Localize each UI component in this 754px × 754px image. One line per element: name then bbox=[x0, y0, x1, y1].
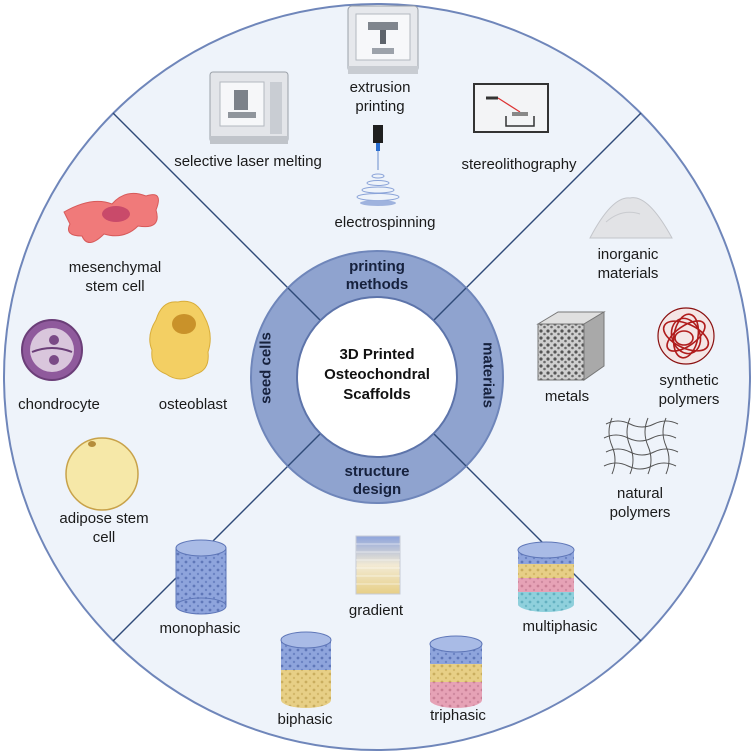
label-monophasic: monophasic bbox=[159, 620, 241, 637]
center-circle bbox=[296, 296, 458, 458]
label-selective-laser-melting: selective laser melting bbox=[174, 153, 322, 170]
label-synthetic-polymers-line2: polymers bbox=[658, 391, 720, 408]
natural-polymers-icon bbox=[603, 417, 679, 475]
label-electrospinning: electrospinning bbox=[334, 214, 436, 231]
divider-top-right bbox=[453, 112, 642, 301]
ring-label-structure-design: structure design bbox=[344, 463, 409, 499]
triphasic-scaffold-icon bbox=[429, 635, 483, 708]
mesenchymal-stem-cell-icon bbox=[63, 192, 159, 243]
label-extrusion-printing-line2: printing bbox=[355, 98, 405, 115]
label-adipose-stem-cell: adipose stem cell bbox=[59, 509, 148, 547]
ring-label-structure-design-line2: design bbox=[352, 481, 402, 498]
label-mesenchymal-stem-cell-line2: stem cell bbox=[85, 278, 145, 295]
label-adipose-stem-cell-line2: cell bbox=[92, 529, 116, 546]
synthetic-polymers-icon bbox=[657, 307, 715, 365]
label-adipose-stem-cell-line1: adipose stem bbox=[59, 510, 149, 527]
label-synthetic-polymers: synthetic polymers bbox=[659, 371, 720, 409]
adipose-stem-cell-icon bbox=[65, 437, 139, 511]
ring-label-printing-methods-line1: printing bbox=[349, 258, 405, 275]
label-natural-polymers-line2: polymers bbox=[609, 504, 671, 521]
center-title-line3: Scaffolds bbox=[343, 386, 411, 403]
monophasic-scaffold-icon bbox=[175, 539, 227, 615]
label-inorganic-materials-line2: materials bbox=[597, 265, 659, 282]
osteoblast-icon bbox=[149, 300, 211, 380]
label-metals: metals bbox=[544, 388, 590, 405]
label-mesenchymal-stem-cell: mesenchymal stem cell bbox=[69, 258, 162, 296]
center-title-line2: Osteochondral bbox=[324, 366, 430, 383]
center-title: 3D Printed Osteochondral Scaffolds bbox=[324, 345, 430, 405]
biphasic-scaffold-icon bbox=[280, 631, 332, 708]
stereolithography-icon bbox=[473, 83, 549, 133]
gradient-scaffold-icon bbox=[355, 535, 401, 595]
ring-label-materials: materials bbox=[479, 342, 497, 408]
label-natural-polymers-line1: natural bbox=[617, 485, 663, 502]
electrospinning-icon bbox=[356, 125, 400, 206]
selective-laser-melting-icon bbox=[209, 71, 289, 144]
label-synthetic-polymers-line1: synthetic bbox=[659, 372, 719, 389]
label-mesenchymal-stem-cell-line1: mesenchymal bbox=[68, 259, 162, 276]
label-osteoblast: osteoblast bbox=[158, 396, 228, 413]
label-gradient: gradient bbox=[348, 602, 404, 619]
label-inorganic-materials: inorganic materials bbox=[598, 245, 659, 283]
ring-label-printing-methods: printing methods bbox=[346, 258, 409, 294]
center-title-line1: 3D Printed bbox=[339, 346, 415, 363]
label-natural-polymers: natural polymers bbox=[610, 484, 671, 522]
ring-label-printing-methods-line2: methods bbox=[345, 276, 409, 293]
label-chondrocyte: chondrocyte bbox=[18, 396, 100, 413]
label-biphasic: biphasic bbox=[277, 711, 333, 728]
label-extrusion-printing-line1: extrusion bbox=[349, 79, 411, 96]
metals-icon bbox=[536, 311, 606, 381]
divider-top-left bbox=[112, 112, 301, 301]
label-triphasic: triphasic bbox=[430, 707, 486, 724]
extrusion-printer-icon bbox=[347, 5, 419, 74]
label-extrusion-printing: extrusion printing bbox=[350, 78, 411, 116]
inorganic-materials-icon bbox=[589, 197, 673, 239]
label-inorganic-materials-line1: inorganic bbox=[597, 246, 659, 263]
label-stereolithography: stereolithography bbox=[461, 156, 577, 173]
label-multiphasic: multiphasic bbox=[522, 618, 598, 635]
ring-label-structure-design-line1: structure bbox=[344, 463, 410, 480]
multiphasic-scaffold-icon bbox=[517, 541, 575, 612]
chondrocyte-icon bbox=[21, 319, 83, 381]
ring-label-seed-cells: seed cells bbox=[257, 332, 275, 404]
